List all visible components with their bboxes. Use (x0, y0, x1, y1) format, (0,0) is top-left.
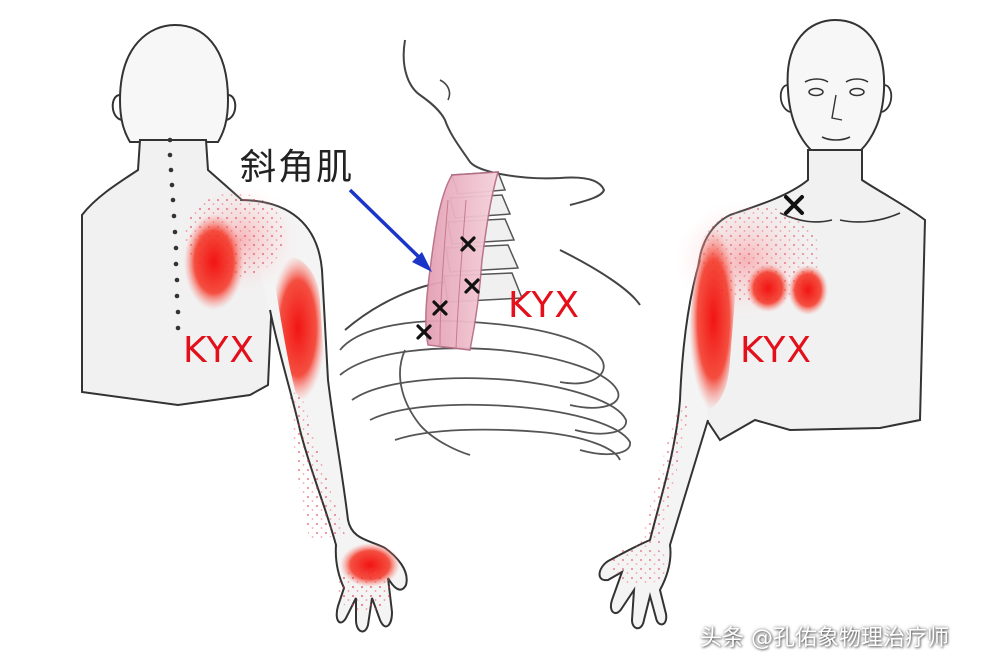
trigger-x-icon (432, 300, 448, 316)
back-head (118, 23, 230, 143)
kyx-label-front: KYX (740, 330, 812, 371)
face-profile (402, 39, 606, 206)
front-pain-pattern (612, 200, 828, 585)
trigger-x-icon (464, 278, 480, 294)
kyx-label-neck: KYX (508, 285, 580, 326)
muscle-name-label: 斜角肌 (240, 147, 355, 188)
front-view-figure (598, 18, 927, 630)
trigger-x-icon (460, 236, 476, 252)
trigger-x-icon (416, 324, 432, 340)
back-pain-pattern (180, 185, 400, 612)
rib-cage (339, 320, 631, 461)
trigger-x-icon (784, 195, 804, 215)
back-view-figure (81, 23, 408, 633)
spine-dots (167, 137, 181, 331)
watermark: 头条 @孔佑象物理治疗师 (700, 626, 949, 651)
neck-side-view (339, 39, 641, 461)
pointer-arrow-icon (348, 188, 432, 272)
trigger-point-marks (416, 236, 480, 340)
kyx-label-back: KYX (183, 330, 255, 371)
